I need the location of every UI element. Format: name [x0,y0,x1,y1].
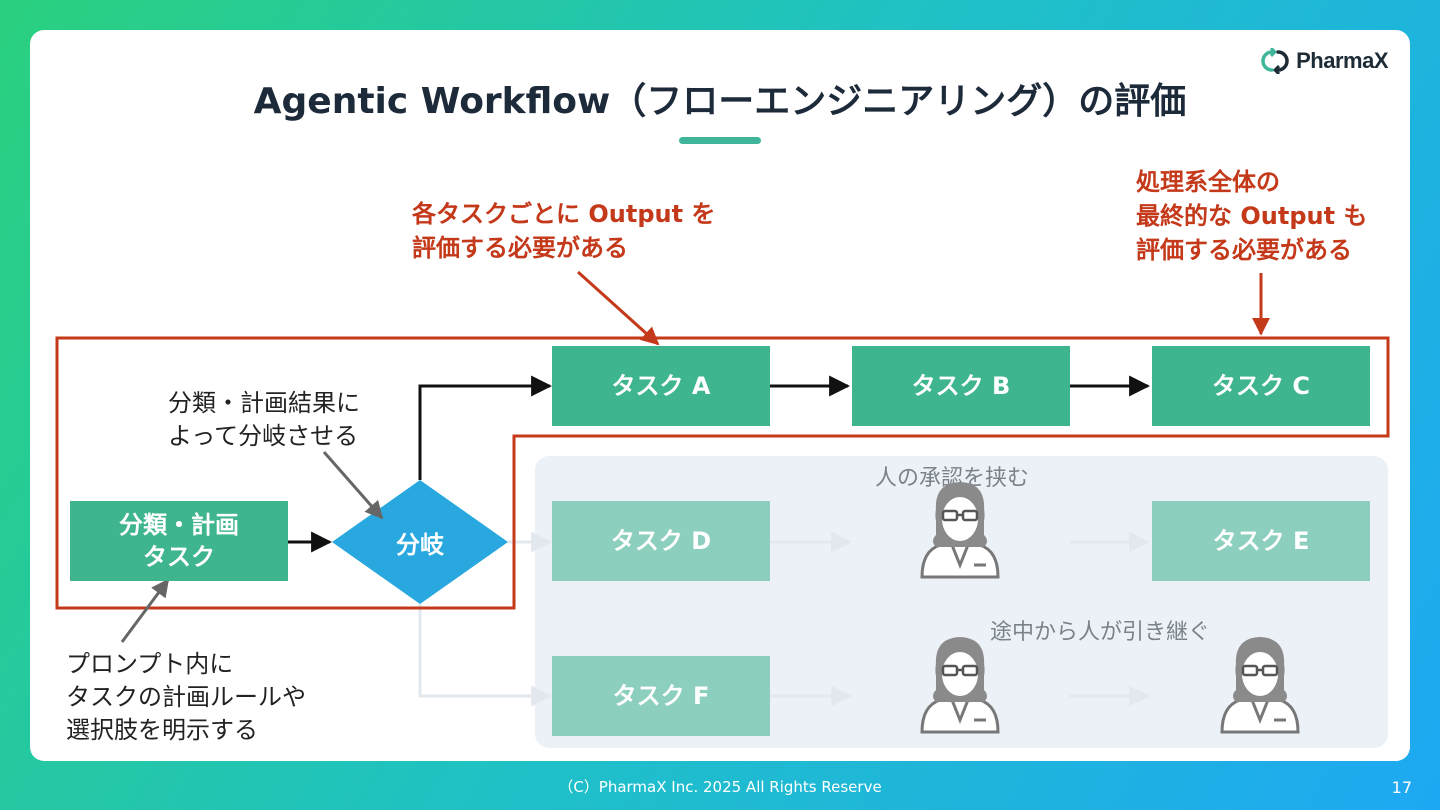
edge-branch-task-a [418,375,553,480]
node-plan-task-line-1: 分類・計画 [119,511,239,539]
callout-whole-line-3: 評価する必要がある [1136,236,1352,264]
node-task-f: タスク F [552,656,770,736]
node-plan-task: 分類・計画 タスク [70,501,288,581]
person-icon-handover-2 [1220,637,1300,734]
node-task-a: タスク A [552,346,770,426]
node-task-b: タスク B [852,346,1070,426]
callout-arrow-per-task [576,270,660,346]
note-arrow-prompt [120,578,170,643]
node-task-d: タスク D [552,501,770,581]
logo: PharmaX [1260,48,1388,74]
note-arrow-branch [322,451,384,520]
pharmax-logo-icon [1261,48,1289,74]
footer-copyright: （C）PharmaX Inc. 2025 All Rights Reserve [558,778,882,796]
page-title: Agentic Workflow（フローエンジニアリング）の評価 [253,81,1187,122]
callout-per-task: 各タスクごとに Output を 評価する必要がある [412,197,715,265]
note-prompt-line-3: 選択肢を明示する [66,716,258,744]
slide-card: PharmaX Agentic Workflow（フローエンジニアリング）の評価… [30,30,1410,761]
note-handover: 途中から人が引き継ぐ [990,620,1211,645]
node-task-c: タスク C [1152,346,1370,426]
note-prompt-line-2: タスクの計画ルールや [66,683,306,711]
note-branch-line-1: 分類・計画結果に [168,389,360,417]
callout-per-task-line-1: 各タスクごとに Output を [412,200,716,228]
edge-branch-task-f [418,604,553,707]
node-task-e: タスク E [1152,501,1370,581]
callout-whole: 処理系全体の 最終的な Output も 評価する必要がある [1136,165,1367,267]
note-prompt: プロンプト内に タスクの計画ルールや 選択肢を明示する [66,648,306,747]
evaluation-boundary [55,336,1390,610]
note-branch-line-2: よって分岐させる [168,422,359,450]
logo-text: PharmaX [1296,48,1388,73]
note-branch: 分類・計画結果に よって分岐させる [168,387,360,453]
note-prompt-line-1: プロンプト内に [66,650,234,678]
callout-whole-line-1: 処理系全体の [1136,168,1280,196]
branch-label: 分岐 [396,530,444,559]
flow-lines [55,270,1390,734]
title-underline [679,137,761,144]
person-icon-approval [920,482,1000,579]
page-number: 17 [1391,778,1412,797]
person-icon-handover-1 [920,637,1000,734]
callout-per-task-line-2: 評価する必要がある [412,234,628,262]
callout-whole-line-2: 最終的な Output も [1136,202,1368,230]
node-plan-task-line-2: タスク [143,543,215,571]
